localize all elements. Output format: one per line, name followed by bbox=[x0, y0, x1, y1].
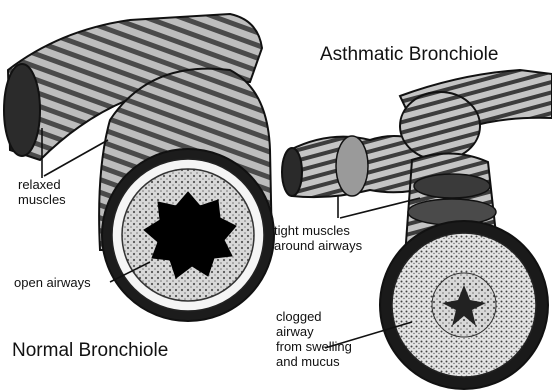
clogged-line-1: clogged bbox=[276, 310, 352, 325]
clogged-line-2: airway bbox=[276, 325, 352, 340]
open-airways-label: open airways bbox=[14, 276, 91, 291]
tight-muscles-line-2: around airways bbox=[274, 239, 362, 254]
clogged-line-4: and mucus bbox=[276, 355, 352, 370]
relaxed-muscles-label: relaxed muscles bbox=[18, 178, 66, 208]
asthmatic-title: Asthmatic Bronchiole bbox=[320, 44, 498, 66]
relaxed-muscles-line-1: relaxed bbox=[18, 178, 66, 193]
clogged-airway-label: clogged airway from swelling and mucus bbox=[276, 310, 352, 370]
tight-muscles-line-1: tight muscles bbox=[274, 224, 362, 239]
normal-title: Normal Bronchiole bbox=[12, 340, 168, 362]
clogged-line-3: from swelling bbox=[276, 340, 352, 355]
relaxed-muscles-line-2: muscles bbox=[18, 193, 66, 208]
tight-muscles-label: tight muscles around airways bbox=[274, 224, 362, 254]
